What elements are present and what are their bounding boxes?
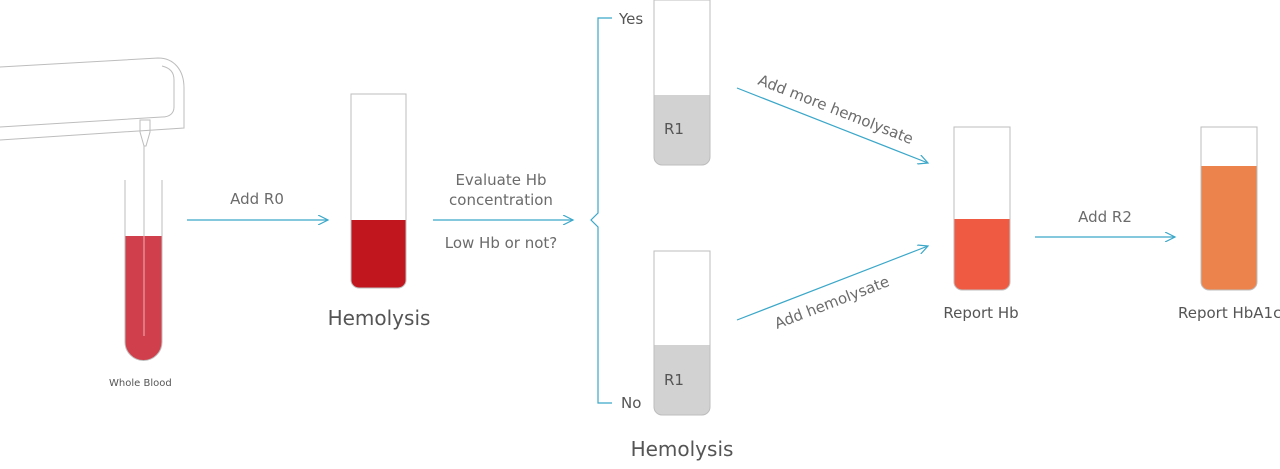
evaluate-label-line2: concentration	[449, 191, 553, 209]
add-hemolysate-arrow	[736, 246, 928, 321]
whole-blood-tube	[124, 180, 163, 361]
r1-bottom-outline	[653, 250, 711, 416]
report-hb-label: Report Hb	[943, 304, 1018, 322]
report-hba1c-label: Report HbA1c	[1178, 304, 1280, 322]
whole-blood-label: Whole Blood	[109, 378, 172, 389]
evaluate-label-line1: Evaluate Hb	[455, 171, 546, 189]
report-hba1c-tube	[1200, 126, 1258, 291]
hemolysate-fill	[351, 220, 406, 288]
hemolysis-label: Hemolysis	[328, 306, 431, 330]
report-hba1c-fill	[1201, 166, 1257, 290]
hemolysis-tube-outline	[350, 93, 407, 289]
add-more-hemolysate-label: Add more hemolysate	[756, 71, 916, 148]
whole-blood-outline	[124, 180, 163, 361]
report-hb-outline	[953, 126, 1011, 291]
report-hb-tube	[953, 126, 1011, 291]
add-r0-label: Add R0	[230, 190, 284, 208]
add-hemolysate-label: Add hemolysate	[772, 272, 892, 332]
hemolysis-tube	[350, 93, 407, 289]
branch-no-label: No	[621, 394, 641, 412]
r1-tube-yes	[653, 0, 711, 166]
r1-tube-no	[653, 250, 711, 416]
pipette-body	[0, 57, 185, 141]
pipette-tip	[139, 119, 151, 147]
r1-top-outline	[653, 0, 711, 166]
add-r2-label: Add R2	[1078, 208, 1132, 226]
low-hb-question: Low Hb or not?	[445, 234, 558, 252]
pipette-inner-edge	[0, 65, 175, 128]
branch-yes-label: Yes	[618, 10, 643, 28]
report-hb-fill	[954, 219, 1010, 290]
report-hba1c-outline	[1200, 126, 1258, 291]
add-more-hemolysate-arrow	[736, 87, 928, 163]
r1-bottom-fill	[654, 345, 710, 415]
hemolysis-label-branch: Hemolysis	[631, 437, 734, 461]
r1-top-fill	[654, 95, 710, 165]
r1-top-label: R1	[664, 120, 684, 138]
branch-bracket	[590, 17, 612, 404]
r1-bottom-label: R1	[664, 371, 684, 389]
